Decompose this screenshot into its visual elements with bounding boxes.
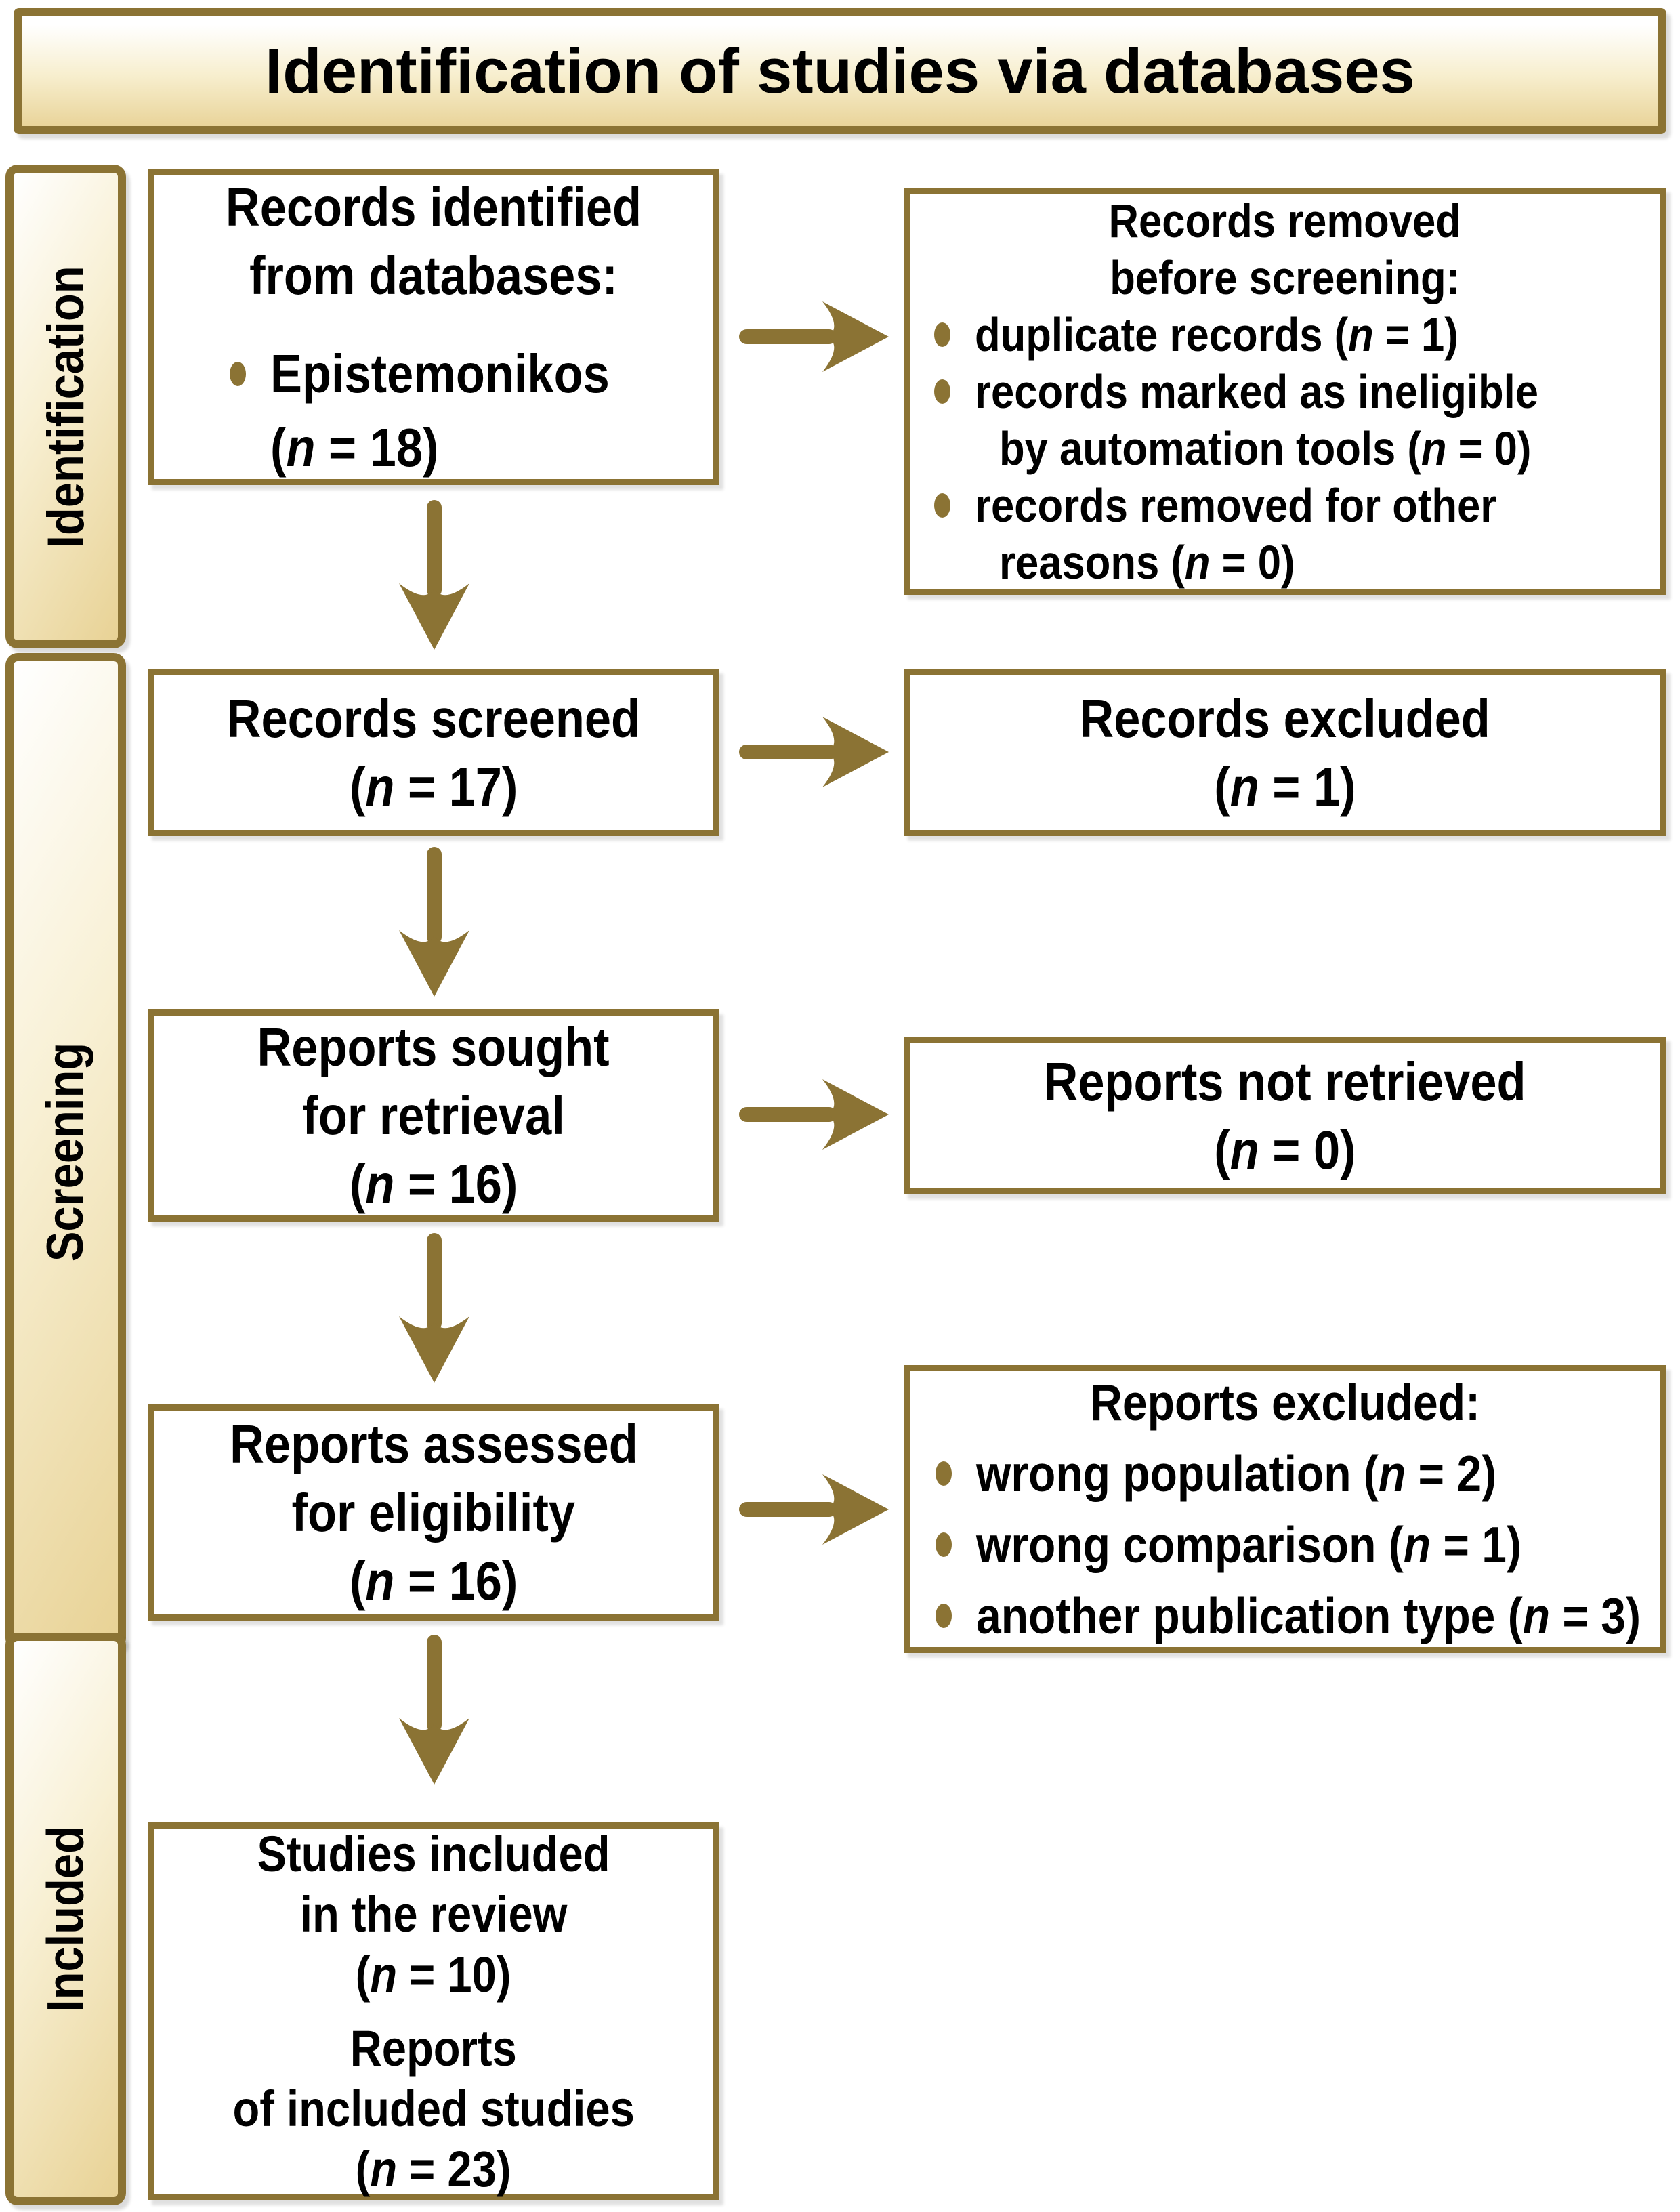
bullet-item: another publication type (n = 3) bbox=[910, 1581, 1660, 1652]
bullet-item-continuation: by automation tools (n = 0) bbox=[999, 421, 1532, 475]
count-line: (n = 17) bbox=[349, 756, 518, 817]
stage-panel-identification: Identification bbox=[5, 165, 126, 648]
arrow-down-icon bbox=[399, 847, 469, 997]
flow-box-records-identified: Records identified from databases: Epist… bbox=[148, 169, 719, 485]
count-line: (n = 1) bbox=[1214, 756, 1356, 817]
stage-panel-screening: Screening bbox=[5, 653, 126, 1650]
stage-label-screening: Screening bbox=[37, 1042, 95, 1261]
box-line: of included studies bbox=[232, 2081, 635, 2137]
bullet-item: records removed for other bbox=[910, 477, 1660, 534]
count-line: (n = 23) bbox=[356, 2141, 511, 2197]
arrow-right-icon bbox=[739, 717, 889, 787]
arrow-right-icon bbox=[739, 1474, 889, 1545]
bullet-icon bbox=[936, 1604, 952, 1628]
stage-label-identification: Identification bbox=[37, 265, 95, 548]
bullet-item: duplicate records (n = 1) bbox=[910, 306, 1660, 363]
bullet-item: wrong population (n = 2) bbox=[910, 1438, 1660, 1509]
flow-box-records-removed: Records removed before screening: duplic… bbox=[904, 188, 1666, 595]
box-line: Records excluded bbox=[1079, 688, 1491, 749]
stage-panel-included: Included bbox=[5, 1633, 126, 2205]
flow-box-reports-excluded: Reports excluded: wrong population (n = … bbox=[904, 1365, 1666, 1653]
box-line: Records screened bbox=[226, 688, 641, 749]
arrow-right-icon bbox=[739, 1079, 889, 1150]
count-line: (n = 0) bbox=[1214, 1119, 1356, 1180]
bullet-icon bbox=[936, 1461, 952, 1486]
count-line: (n = 16) bbox=[349, 1551, 518, 1611]
box-line: from databases: bbox=[249, 245, 618, 306]
flow-box-records-excluded: Records excluded (n = 1) bbox=[904, 669, 1666, 836]
page-title: Identification of studies via databases bbox=[265, 35, 1415, 106]
box-line: Studies included bbox=[257, 1826, 610, 1882]
box-line: Reports bbox=[350, 2020, 518, 2077]
box-line: in the review bbox=[299, 1886, 568, 1942]
arrow-down-icon bbox=[399, 1635, 469, 1785]
box-line: Reports sought bbox=[257, 1017, 610, 1077]
flow-box-studies-included: Studies included in the review (n = 10) … bbox=[148, 1822, 719, 2200]
arrow-down-icon bbox=[399, 500, 469, 650]
arrow-right-icon bbox=[739, 301, 889, 372]
flow-box-reports-not-retrieved: Reports not retrieved (n = 0) bbox=[904, 1037, 1666, 1194]
box-line: Records identified bbox=[225, 177, 642, 237]
flow-box-reports-assessed: Reports assessed for eligibility (n = 16… bbox=[148, 1404, 719, 1621]
bullet-item: Epistemonikos bbox=[154, 339, 713, 408]
bullet-icon bbox=[934, 322, 950, 347]
bullet-item: records marked as ineligible bbox=[910, 363, 1660, 420]
title-banner: Identification of studies via databases bbox=[14, 8, 1666, 134]
box-line: Reports excluded: bbox=[1090, 1373, 1480, 1431]
box-line: Reports not retrieved bbox=[1044, 1051, 1526, 1112]
bullet-item-continuation: reasons (n = 0) bbox=[999, 535, 1295, 589]
count-line: (n = 10) bbox=[356, 1946, 511, 2003]
stage-label-included: Included bbox=[37, 1826, 95, 2012]
bullet-item: wrong comparison (n = 1) bbox=[910, 1509, 1660, 1581]
bullet-icon bbox=[230, 361, 246, 386]
box-line: for eligibility bbox=[291, 1482, 576, 1543]
flow-box-reports-sought: Reports sought for retrieval (n = 16) bbox=[148, 1009, 719, 1222]
arrow-down-icon bbox=[399, 1233, 469, 1383]
bullet-icon bbox=[934, 493, 950, 518]
box-line: for retrieval bbox=[302, 1085, 565, 1146]
box-line: Reports assessed bbox=[229, 1414, 638, 1474]
bullet-icon bbox=[934, 379, 950, 404]
count-line: (n = 18) bbox=[270, 417, 439, 478]
box-line: Records removed bbox=[1108, 194, 1462, 247]
box-line: before screening: bbox=[1110, 251, 1461, 304]
count-line: (n = 16) bbox=[349, 1154, 518, 1214]
bullet-icon bbox=[936, 1532, 952, 1557]
flow-box-records-screened: Records screened (n = 17) bbox=[148, 669, 719, 836]
